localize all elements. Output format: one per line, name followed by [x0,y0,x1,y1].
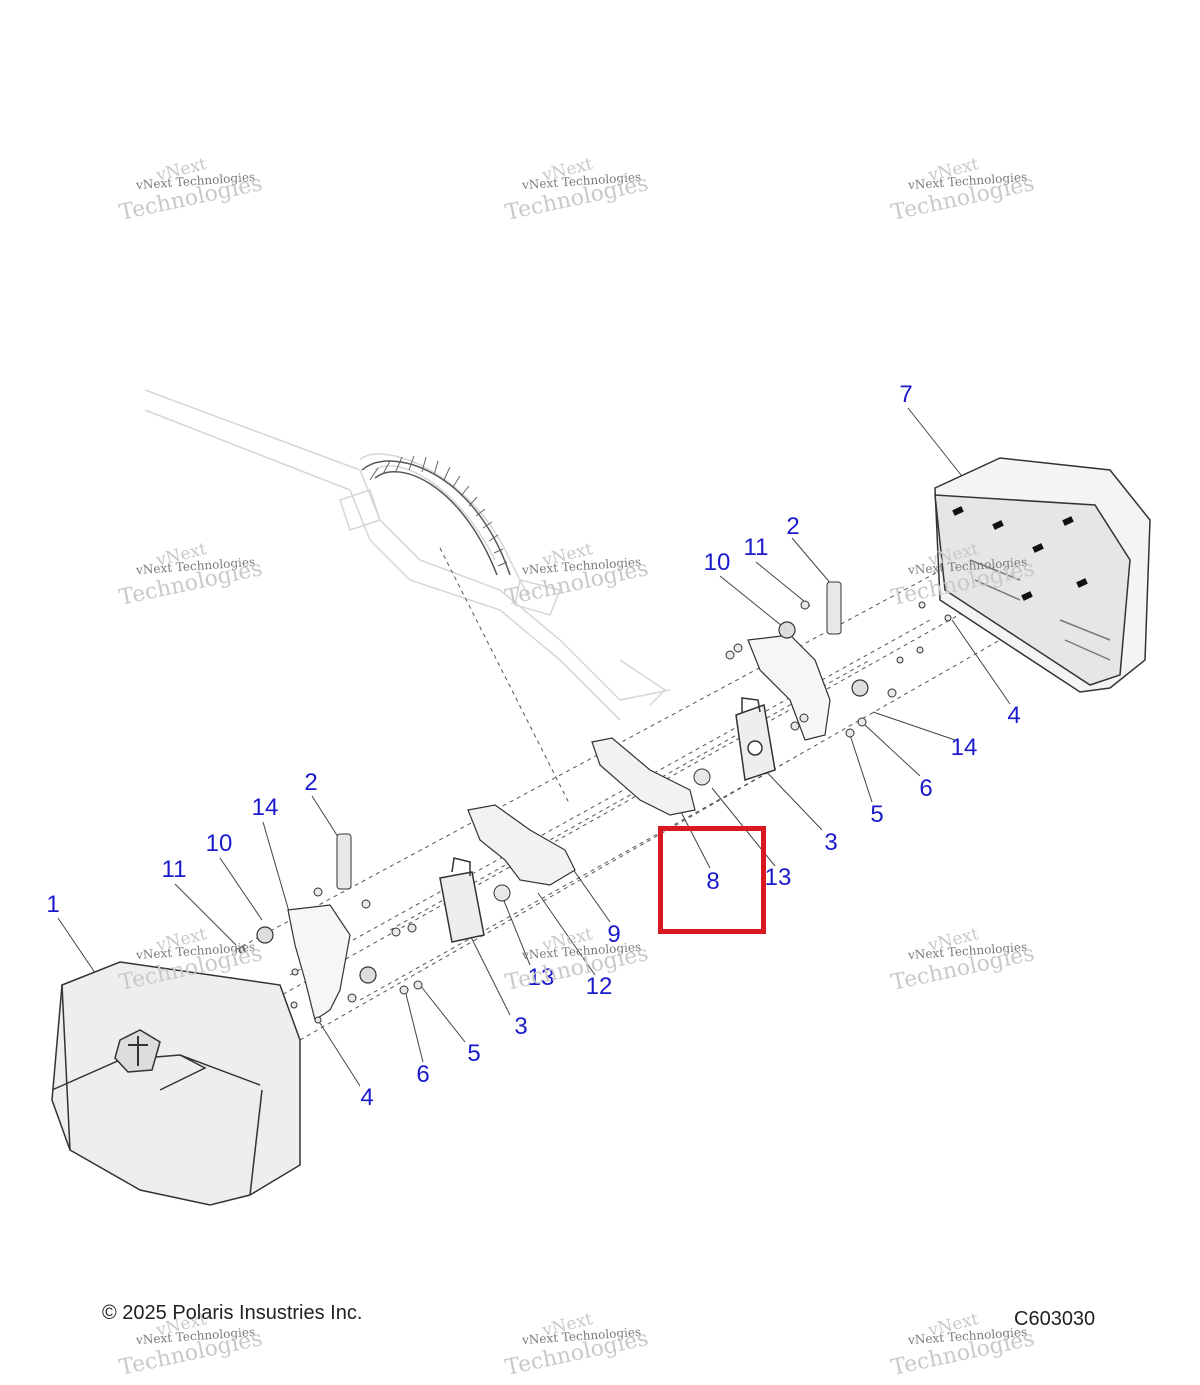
callout-1: 1 [46,891,60,918]
callout-3: 3 [824,829,838,856]
callout-7: 7 [899,381,913,408]
frame-strap [361,460,511,576]
part-7-right-box [934,457,1151,693]
callout-6: 6 [416,1061,430,1088]
callout-6: 6 [919,775,933,802]
callout-13: 13 [527,964,555,991]
part-9-bracket [467,804,576,886]
highlight-box [658,826,766,934]
diagram-code: C603030 [1014,1308,1096,1330]
callout-5: 5 [467,1040,481,1067]
callout-10: 10 [205,830,233,857]
callout-4: 4 [1007,702,1021,729]
callout-5: 5 [870,801,884,828]
part-1-left-box [51,961,301,1206]
part-8-bracket [591,737,696,816]
callout-11: 11 [743,534,769,561]
copyright-text: © 2025 Polaris Insustries Inc. [102,1302,363,1324]
background-frame [144,389,671,721]
right-mount-plate [747,621,869,741]
callout-14: 14 [950,734,978,761]
callout-12: 12 [585,973,613,1000]
callout-14: 14 [251,794,279,821]
exploded-parts-diagram [51,389,1151,1206]
left-mount-plate [256,904,377,1021]
callout-2: 2 [304,769,318,796]
callout-13: 13 [764,864,792,891]
strap-texture [369,455,508,567]
callout-2: 2 [786,513,800,540]
leader-lines [57,407,1011,1087]
callout-3: 3 [514,1013,528,1040]
callout-8: 8 [706,868,720,895]
callout-9: 9 [607,921,621,948]
callout-11: 11 [161,856,187,883]
fasteners [238,581,952,1024]
part-3-right-latch [735,697,776,781]
callout-10: 10 [703,549,731,576]
callout-4: 4 [360,1084,374,1111]
part-3-left-latch [439,857,485,943]
